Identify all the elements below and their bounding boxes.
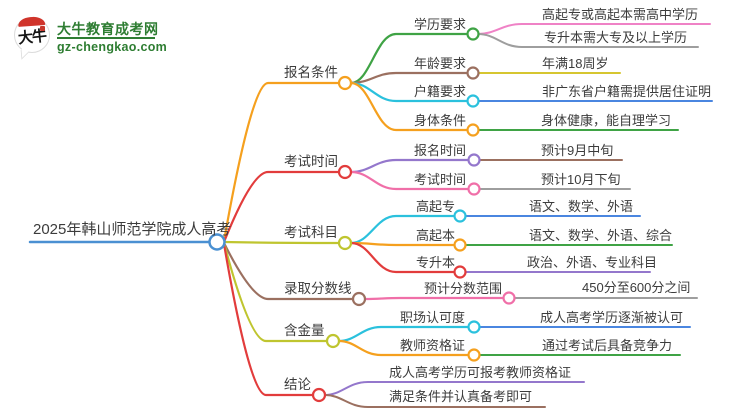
leaf-conclusion-certificate: 成人高考学历可报考教师资格证 xyxy=(389,365,572,380)
node-score-range: 预计分数范围 xyxy=(424,281,503,296)
logo-divider xyxy=(57,37,155,39)
branch-registration-conditions: 报名条件 xyxy=(284,65,338,80)
leaf-exam-october: 预计10月下旬 xyxy=(541,172,621,187)
leaf-subjects-zhuansheng: 政治、外语、专业科目 xyxy=(527,255,658,270)
node-gaoqizhuan: 高起专 xyxy=(416,199,456,214)
node-health-requirement: 身体条件 xyxy=(414,113,467,128)
branch-exam-time: 考试时间 xyxy=(284,154,338,169)
leaf-age-18: 年满18周岁 xyxy=(542,56,609,71)
node-gaoqiben: 高起本 xyxy=(416,228,456,243)
leaf-conclusion-prepare: 满足条件并认真备考即可 xyxy=(389,389,533,404)
leaf-highschool-diploma: 高起专或高起本需高中学历 xyxy=(542,7,699,22)
site-logo: 大牛 大牛教育成考网 gz-chengkao.com xyxy=(0,0,220,60)
branch-registration-conditions-edges xyxy=(222,23,713,243)
central-topic: 2025年韩山师范学院成人高考 xyxy=(33,221,232,238)
leaf-score-450-600: 450分至600分之间 xyxy=(582,280,691,295)
node-circles xyxy=(208,27,516,403)
node-registration-date: 报名时间 xyxy=(414,143,467,158)
logo-title: 大牛教育成考网 xyxy=(57,21,159,37)
node-age-requirement: 年龄要求 xyxy=(414,56,467,71)
node-exam-date: 考试时间 xyxy=(414,172,467,187)
node-education-requirement: 学历要求 xyxy=(414,17,467,32)
leaf-health-condition: 身体健康，能自理学习 xyxy=(541,113,672,128)
branch-exam-subjects: 考试科目 xyxy=(284,225,338,240)
leaf-subjects-gaoqizhuan: 语文、数学、外语 xyxy=(529,199,634,214)
branch-value: 含金量 xyxy=(284,323,325,338)
logo-url: gz-chengkao.com xyxy=(57,40,168,54)
leaf-registration-sept: 预计9月中旬 xyxy=(541,143,614,158)
node-residence-requirement: 户籍要求 xyxy=(414,84,467,99)
branch-conclusion: 结论 xyxy=(284,377,311,392)
leaf-competitiveness: 通过考试后具备竞争力 xyxy=(542,338,673,353)
leaf-subjects-gaoqiben: 语文、数学、外语、综合 xyxy=(529,228,673,243)
node-teacher-certificate: 教师资格证 xyxy=(400,338,466,353)
branch-score-line: 录取分数线 xyxy=(284,281,352,296)
node-workplace-recognition: 职场认可度 xyxy=(400,310,466,325)
leaf-college-diploma: 专升本需大专及以上学历 xyxy=(544,30,688,45)
logo-seal-icon xyxy=(40,26,45,31)
logo-badge: 大牛 xyxy=(14,16,50,60)
leaf-recognition: 成人高考学历逐渐被认可 xyxy=(540,310,684,325)
node-zhuanshengben: 专升本 xyxy=(416,255,456,270)
leaf-residence-proof: 非广东省户籍需提供居住证明 xyxy=(542,84,712,99)
